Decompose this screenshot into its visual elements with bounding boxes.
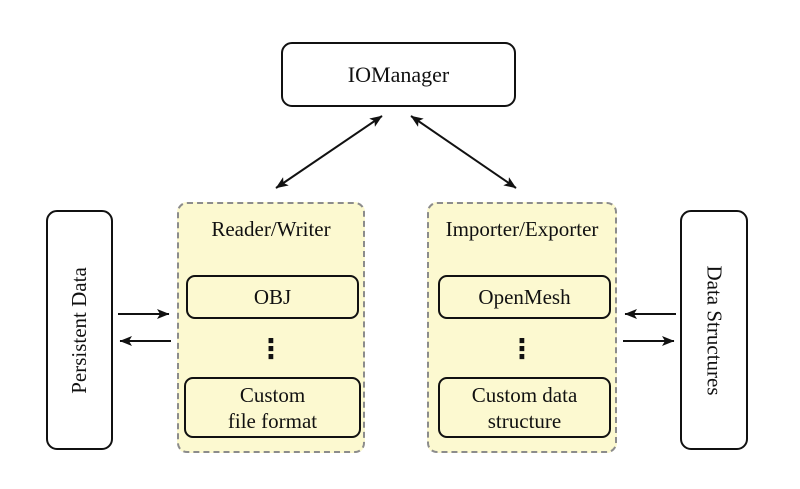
node-obj-label: OBJ [253,285,292,309]
group-importer-exporter-title: Importer/Exporter [445,217,599,241]
group-importer-exporter: Importer/Exporter OpenMesh ⋮ Custom data… [427,202,617,453]
node-obj: OBJ [186,275,359,319]
node-data-structures-label: Data Structures [702,264,727,396]
group-reader-writer: Reader/Writer OBJ ⋮ Custom file format [177,202,365,453]
vertical-ellipsis-icon: ⋮ [257,333,285,365]
node-openmesh-label: OpenMesh [478,285,571,309]
group-reader-writer-title: Reader/Writer [211,217,331,241]
vertical-ellipsis-icon: ⋮ [508,333,536,365]
node-custom-data-structure-label: Custom data structure [471,382,578,433]
node-custom-file-format-label: Custom file format [227,382,318,433]
node-custom-file-format: Custom file format [184,377,361,438]
node-data-structures: Data Structures [680,210,748,450]
node-persistent-data: Persistent Data [46,210,113,450]
node-persistent-data-label: Persistent Data [67,266,91,394]
arrow-iomanager-reader-writer [275,115,383,189]
node-iomanager-label: IOManager [347,61,450,87]
node-custom-data-structure: Custom data structure [438,377,611,438]
arrow-iomanager-importer-exporter [410,115,517,189]
node-openmesh: OpenMesh [438,275,611,319]
node-iomanager: IOManager [281,42,516,107]
